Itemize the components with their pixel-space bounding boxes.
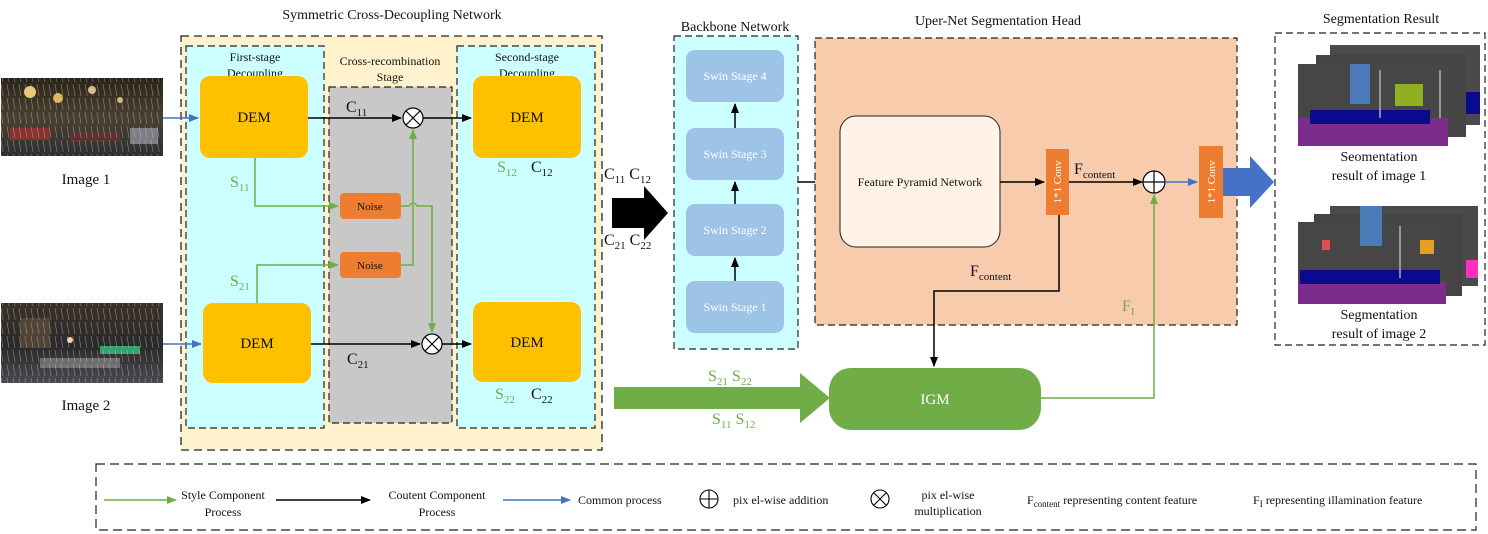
c21-c22-label: C21 C22: [604, 232, 651, 252]
noise1-to-mul-bottom-arrow: [401, 202, 436, 333]
image-2-label: Image 2: [62, 398, 111, 414]
content-to-backbone-arrow: [612, 186, 668, 240]
swin-stage-2: [686, 204, 784, 256]
legend-content-l2: Process: [419, 505, 456, 519]
second-stage-title-l1: Second-stage: [495, 50, 559, 64]
swin-stage-2-label: Swin Stage 2: [703, 223, 766, 237]
swin-stage-3: [686, 128, 784, 180]
result-1-label-l2: result of image 1: [1332, 169, 1426, 184]
legend-style-l2: Process: [205, 505, 242, 519]
dem-label-2: DEM: [240, 336, 273, 352]
fpn-label: Feature Pyramid Network: [858, 175, 983, 189]
s21-arrow: [256, 261, 339, 303]
result-title: Segmentation Result: [1323, 12, 1439, 27]
legend-add-icon: [699, 489, 719, 509]
dem-box-3: [473, 76, 581, 158]
fcontent-to-igm-arrow: [930, 215, 1060, 367]
igm-box: [829, 368, 1041, 430]
dem-label-3: DEM: [510, 110, 543, 126]
dem-box-1: [200, 76, 308, 158]
cross-stage-title-l1: Cross-recombination: [340, 54, 441, 68]
c21-label: C21: [347, 351, 369, 371]
noise-box-1: [340, 193, 401, 219]
swin-stage-1-label: Swin Stage 1: [703, 300, 766, 314]
s22-label: S22: [495, 386, 515, 406]
result-2-label-l2: result of image 2: [1332, 327, 1426, 342]
s21-label: S21: [230, 273, 250, 293]
legend-fi: FI representing illamination feature: [1253, 493, 1422, 509]
multiply-node-top: [402, 107, 424, 129]
legend-mul-l2: multiplication: [914, 504, 981, 518]
c11-c12-label: C11 C12: [604, 166, 651, 186]
legend-fcontent: Fcontent representing content feature: [1027, 493, 1197, 509]
image-2-thumbnail: [1, 303, 163, 383]
conv-label-1: 1*1 Conv: [1052, 160, 1064, 204]
igm-to-add-arrow: [1041, 194, 1158, 399]
image-1-label: Image 1: [62, 172, 111, 188]
dem-label-4: DEM: [510, 335, 543, 351]
legend-style-l1: Style Component: [181, 488, 265, 502]
c12-label: C12: [531, 159, 553, 179]
c22-label: C22: [531, 386, 553, 406]
multiply-node-bottom: [421, 333, 443, 355]
c11-label: C11: [346, 99, 367, 119]
add-node: [1142, 170, 1166, 194]
head-to-result-arrow: [1223, 156, 1274, 208]
s11-label: S11: [230, 174, 250, 194]
uper-title: Uper-Net Segmentation Head: [915, 14, 1081, 29]
legend-mul-icon: [870, 489, 890, 509]
legend-content-l1: Coutent Component: [389, 488, 487, 502]
fi-label: FI: [1122, 298, 1135, 318]
segmentation-result-1: [1298, 45, 1480, 146]
noise2-to-mul-top-arrow: [401, 129, 417, 266]
legend-mul-l1: pix el-wise: [922, 488, 975, 502]
noise-label-1: Noise: [357, 201, 383, 213]
noise-label-2: Noise: [357, 260, 383, 272]
igm-label: IGM: [920, 392, 949, 408]
fcontent-label-top: Fcontent: [1074, 161, 1115, 181]
swin-stage-4: [686, 50, 784, 102]
swin-stage-4-label: Swin Stage 4: [703, 69, 766, 83]
image-1-thumbnail: [1, 78, 163, 156]
swin-stage-1: [686, 281, 784, 333]
swin-stage-3-label: Swin Stage 3: [703, 147, 766, 161]
dem-label-1: DEM: [237, 110, 270, 126]
dem-box-2: [203, 303, 311, 383]
s12-label: S12: [497, 159, 517, 179]
fcontent-label-bottom: Fcontent: [970, 263, 1011, 283]
backbone-title: Backbone Network: [681, 20, 789, 35]
s11-arrow: [254, 158, 339, 210]
legend-panel: [95, 463, 1477, 531]
dem-box-4: [473, 302, 581, 382]
s11-s12-label: S11 S12: [712, 411, 755, 431]
legend-add-label: pix el-wise addition: [733, 493, 828, 507]
cross-stage-title-l2: Stage: [377, 70, 404, 84]
result-2-label-l1: Segmentation: [1341, 308, 1418, 323]
style-to-igm-arrow: [614, 373, 830, 423]
scdn-title: Symmetric Cross-Decoupling Network: [282, 8, 501, 23]
legend-common-label: Common process: [578, 493, 662, 507]
conv-box-1: [1046, 149, 1069, 215]
conv-box-2: [1199, 146, 1223, 218]
first-stage-title-l1: First-stage: [230, 50, 281, 64]
segmentation-result-2: [1298, 206, 1478, 304]
s21-s22-label: S21 S22: [708, 368, 752, 388]
noise-box-2: [340, 252, 401, 278]
conv-label-2: 1*1 Conv: [1206, 160, 1218, 204]
result-1-label-l1: Seomentation: [1341, 150, 1418, 165]
